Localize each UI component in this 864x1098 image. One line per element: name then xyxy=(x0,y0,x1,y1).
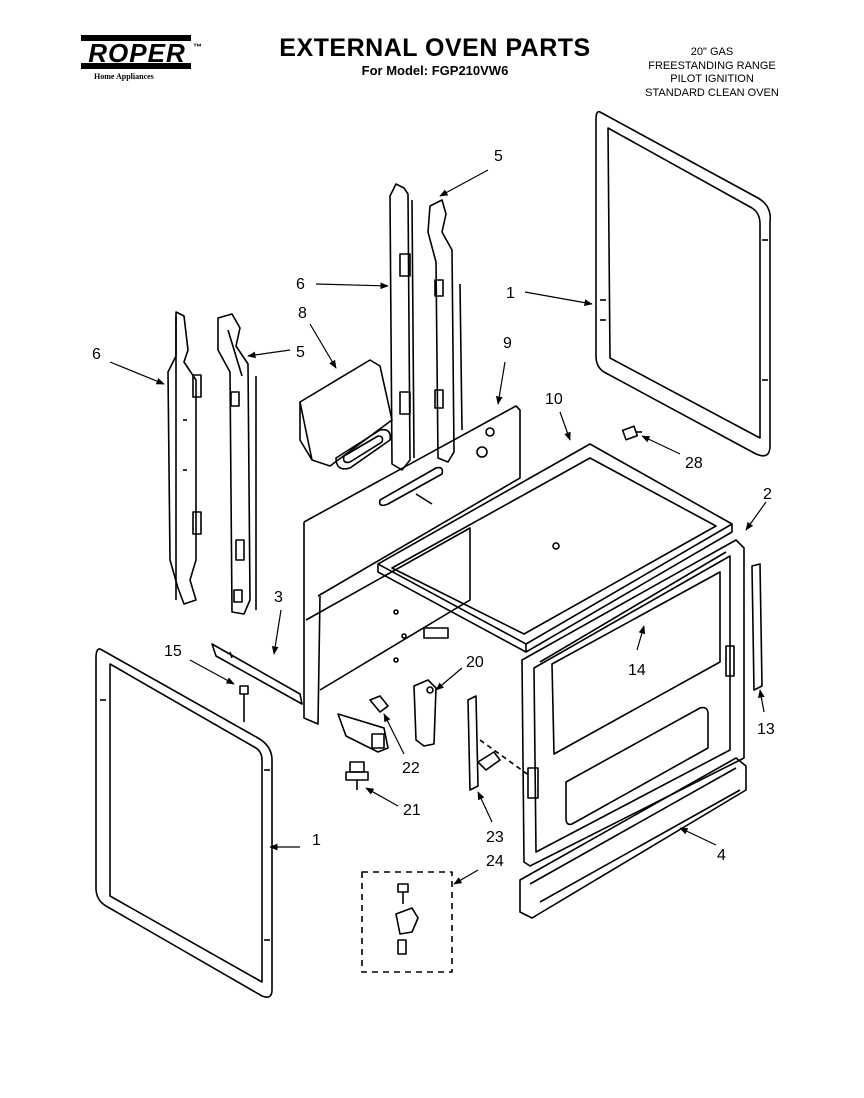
arrow-24 xyxy=(453,869,479,885)
arrow-22 xyxy=(383,713,405,755)
arrow-6a xyxy=(315,282,389,290)
callout-24: 24 xyxy=(486,853,504,870)
arrow-28 xyxy=(641,435,681,455)
side-bracket-center xyxy=(427,199,463,463)
callout-6-center: 6 xyxy=(296,276,305,293)
spec-block: 20" GAS FREESTANDING RANGE PILOT IGNITIO… xyxy=(622,46,802,100)
callout-15: 15 xyxy=(164,643,182,660)
callout-2: 2 xyxy=(763,486,772,503)
side-bracket-left xyxy=(217,313,257,615)
arrow-6b xyxy=(109,361,165,385)
callout-5-upper: 5 xyxy=(494,148,503,165)
spec-line: STANDARD CLEAN OVEN xyxy=(645,86,779,99)
bracket-20 xyxy=(413,679,437,747)
arrow-1a xyxy=(524,291,593,306)
screw-15 xyxy=(239,685,249,722)
page-title: EXTERNAL OVEN PARTS xyxy=(279,34,591,62)
side-rail-left xyxy=(167,311,202,605)
callout-23: 23 xyxy=(486,829,504,846)
logo-subtitle: Home Appliances xyxy=(94,72,154,81)
latch-23 xyxy=(467,695,531,791)
arrow-14 xyxy=(636,625,646,651)
model-line: For Model: FGP210VW6 xyxy=(361,63,509,78)
hardware-kit-box xyxy=(361,871,453,973)
arrow-15 xyxy=(189,659,235,685)
callout-9: 9 xyxy=(503,335,512,352)
vent-duct xyxy=(299,359,393,470)
arrow-3 xyxy=(271,609,282,655)
lower-side-panel xyxy=(305,527,471,691)
arrow-10 xyxy=(559,411,571,441)
kick-plate xyxy=(519,757,747,919)
callout-5-lower: 5 xyxy=(296,344,305,361)
callout-1-lower: 1 xyxy=(312,832,321,849)
front-frame xyxy=(521,539,745,867)
callout-6-left: 6 xyxy=(92,346,101,363)
callout-21: 21 xyxy=(403,802,421,819)
callout-10: 10 xyxy=(545,391,563,408)
side-rail-center xyxy=(389,183,415,471)
panel-frame-lower xyxy=(95,648,273,998)
knob-28 xyxy=(621,425,642,441)
callout-4: 4 xyxy=(717,847,726,864)
callout-20: 20 xyxy=(466,654,484,671)
spec-line: FREESTANDING RANGE xyxy=(648,59,776,72)
oven-top-panel xyxy=(377,443,733,653)
arrow-23 xyxy=(477,791,493,823)
arrow-5b xyxy=(247,349,291,359)
logo-trademark: ™ xyxy=(193,42,202,52)
arrow-9 xyxy=(495,361,506,405)
logo-frame xyxy=(81,35,191,69)
callout-8: 8 xyxy=(298,305,307,322)
roper-logo: ROPER ™ Home Appliances xyxy=(80,34,202,86)
trim-strip xyxy=(751,563,763,691)
spec-line: 20" GAS xyxy=(690,46,734,58)
callout-1-upper: 1 xyxy=(506,285,515,302)
arrow-2 xyxy=(745,501,767,531)
support-strip xyxy=(211,643,303,705)
arrow-13 xyxy=(758,689,765,713)
callout-28: 28 xyxy=(685,455,703,472)
arrow-20 xyxy=(435,667,463,691)
logo-brand: ROPER xyxy=(88,38,186,68)
arrow-4 xyxy=(679,827,717,846)
panel-frame-upper xyxy=(595,110,772,457)
arrow-8 xyxy=(309,323,337,369)
foot-bracket xyxy=(337,695,389,753)
callout-14: 14 xyxy=(628,662,646,679)
callout-22: 22 xyxy=(402,760,420,777)
rear-wall-panel xyxy=(303,405,521,725)
callout-13: 13 xyxy=(757,721,775,738)
arrow-5a xyxy=(439,169,489,197)
spec-line: PILOT IGNITION xyxy=(670,73,754,85)
callout-3: 3 xyxy=(274,589,283,606)
leveling-leg xyxy=(345,761,369,790)
arrow-21 xyxy=(365,787,399,807)
